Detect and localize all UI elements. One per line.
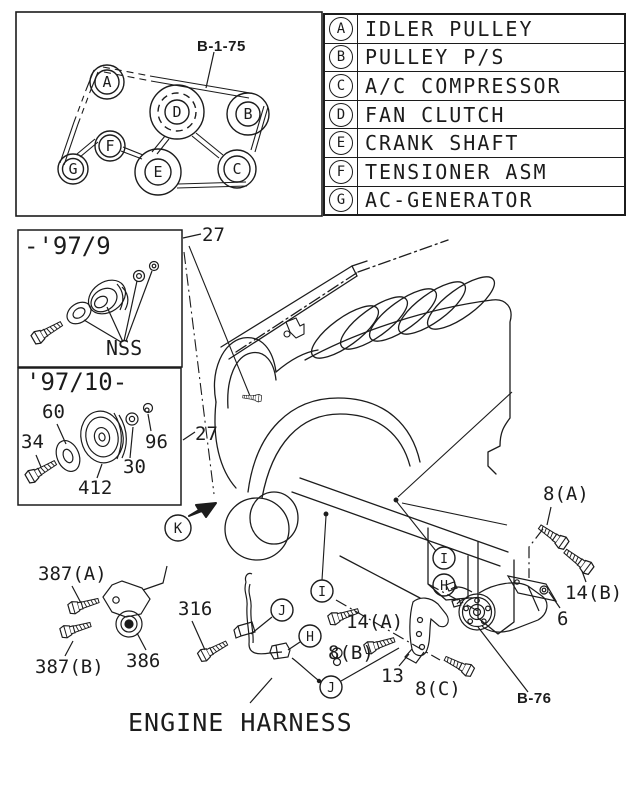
inset-late-title: '97/10- (26, 368, 128, 396)
legend-label-pulley-ps: PULLEY P/S (365, 45, 506, 70)
belt-letter-a: A (102, 73, 111, 91)
view-marker-letters: K I I H H J J (174, 521, 448, 696)
legend-key-b-icon: B (325, 43, 358, 72)
legend-row-ac-generator: G AC-GENERATOR (325, 186, 624, 215)
legend-key-g: G (329, 188, 353, 213)
inset-early-title: -'97/9 (24, 232, 111, 260)
callout-27-late: 27 (195, 423, 218, 445)
tensioner-assembly (58, 565, 168, 657)
legend-row-idler-pulley: A IDLER PULLEY (325, 15, 624, 44)
legend-label-crank-shaft: CRANK SHAFT (365, 131, 520, 156)
callout-60: 60 (42, 401, 65, 423)
engine-harness-drawing (191, 572, 322, 704)
callout-386: 386 (126, 650, 161, 672)
legend-key-a: A (329, 16, 353, 41)
inset-early-box (17, 229, 183, 506)
belt-letter-d: D (172, 103, 181, 121)
belt-letter-b: B (243, 105, 252, 123)
view-letter-k: K (174, 521, 183, 537)
legend-label-tensioner-asm: TENSIONER ASM (365, 159, 548, 184)
alternator-assembly (427, 506, 596, 693)
belt-letter-g: G (68, 160, 77, 178)
legend-key-g-icon: G (325, 186, 358, 215)
legend-row-pulley-ps: B PULLEY P/S (325, 43, 624, 73)
legend-row-fan-clutch: D FAN CLUTCH (325, 100, 624, 130)
view-direction-arrow (188, 502, 217, 518)
callout-412: 412 (78, 477, 113, 499)
nss-note: NSS (106, 336, 143, 360)
callout-387a: 387(A) (38, 563, 107, 585)
view-marker-circles (164, 514, 456, 699)
legend-key-f-icon: F (325, 157, 358, 186)
legend-key-e-icon: E (325, 129, 358, 157)
callout-8a: 8(A) (543, 483, 589, 505)
legend-key-e: E (329, 131, 353, 156)
callout-8c: 8(C) (415, 678, 461, 700)
legend-row-crank-shaft: E CRANK SHAFT (325, 129, 624, 158)
callout-96: 96 (145, 431, 168, 453)
callout-27-leaders (183, 245, 263, 495)
legend-key-f: F (329, 159, 353, 184)
callout-387b: 387(B) (35, 656, 104, 678)
bracket-13-assembly (250, 597, 476, 682)
legend-row-tensioner-asm: F TENSIONER ASM (325, 157, 624, 187)
legend-key-d-icon: D (325, 100, 358, 129)
belt-routing-box (15, 11, 323, 217)
belt-letter-c: C (232, 160, 241, 178)
view-letter-i-left: I (318, 585, 326, 600)
belt-letter-labels: A D B F G E C (68, 73, 252, 181)
callout-8b: 8(B) (328, 642, 374, 664)
belt-letter-f: F (105, 137, 114, 155)
legend-key-c: C (329, 73, 353, 98)
callout-316: 316 (178, 598, 213, 620)
legend-label-fan-clutch: FAN CLUTCH (365, 102, 506, 127)
legend-label-idler-pulley: IDLER PULLEY (365, 16, 534, 41)
view-letter-j-left: J (278, 604, 286, 619)
view-letter-i-right: I (440, 552, 448, 567)
engine-harness-label: ENGINE HARNESS (128, 708, 353, 737)
legend-label-ac-generator: AC-GENERATOR (365, 188, 534, 213)
callout-27-early: 27 (202, 224, 225, 246)
view-letter-h-right: H (440, 579, 448, 594)
belt-letter-e: E (153, 163, 162, 181)
callout-6: 6 (557, 608, 569, 630)
alternator-ref-label: B-76 (517, 690, 552, 707)
view-letter-j-right: J (327, 681, 335, 696)
pulley-legend-table: A IDLER PULLEY B PULLEY P/S C A/C COMPRE… (323, 13, 626, 217)
inset-late-parts (23, 402, 196, 486)
engine-drawing (213, 239, 515, 635)
callout-30: 30 (123, 456, 146, 478)
engine-reference-lines (321, 391, 513, 581)
callout-34: 34 (21, 431, 44, 453)
inset-early-parts (29, 233, 202, 347)
legend-key-d: D (329, 102, 353, 127)
view-letter-h-left: H (306, 630, 314, 645)
callout-14b: 14(B) (565, 582, 623, 604)
legend-key-a-icon: A (325, 15, 358, 43)
callout-13: 13 (381, 665, 404, 687)
belt-lines (59, 51, 269, 189)
legend-label-ac-compressor: A/C COMPRESSOR (365, 73, 562, 98)
belt-routing-ref-label: B-1-75 (197, 38, 246, 55)
belt-routing-pulleys (57, 64, 270, 196)
legend-key-c-icon: C (325, 72, 358, 100)
callout-14a: 14(A) (346, 611, 404, 633)
legend-key-b: B (329, 45, 353, 70)
legend-row-ac-compressor: C A/C COMPRESSOR (325, 72, 624, 101)
